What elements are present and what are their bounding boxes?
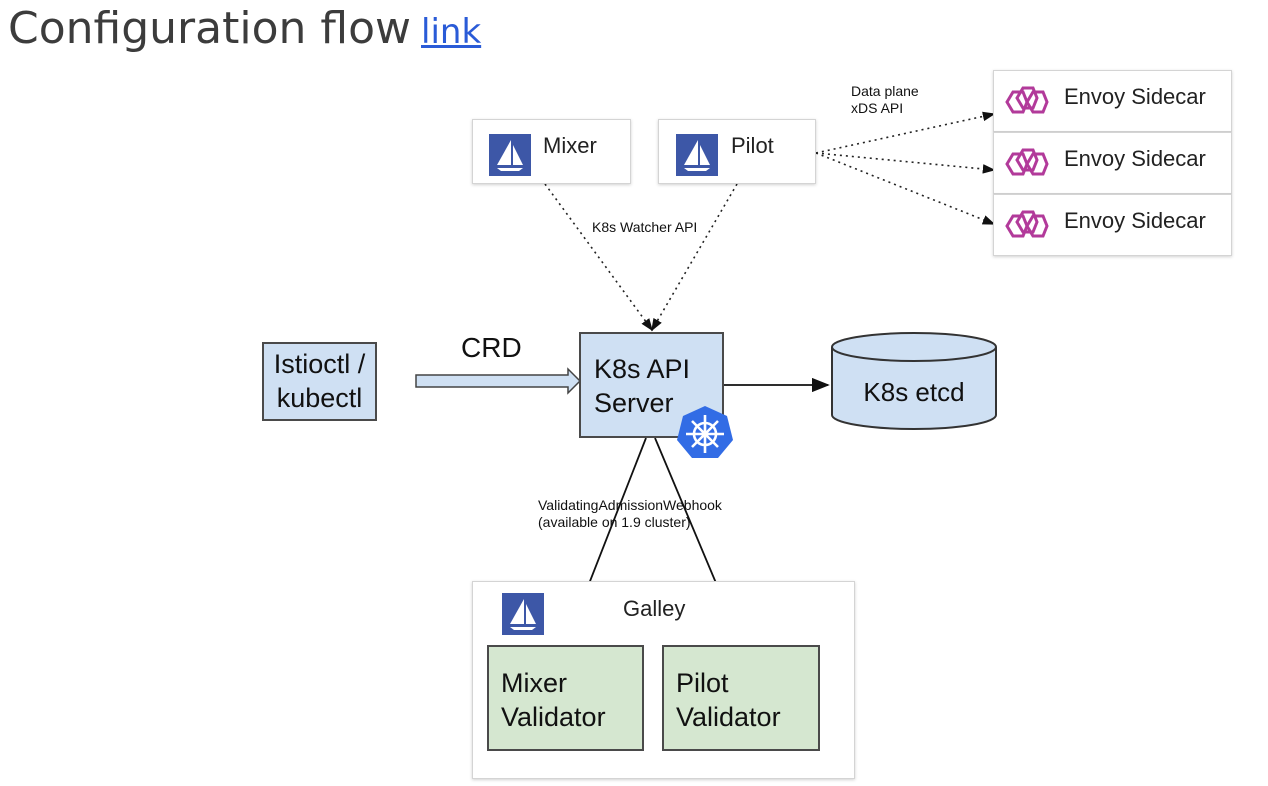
envoy-card-3 [993, 194, 1232, 256]
istioctl-line-2: kubectl [276, 383, 363, 413]
pilot-label: Pilot [731, 133, 774, 158]
istio-sail-icon [676, 134, 718, 176]
webhook-label: ValidatingAdmissionWebhook (available on… [538, 497, 722, 531]
istio-sail-icon [489, 134, 531, 176]
galley-label: Galley [623, 596, 686, 621]
crd-label: CRD [461, 332, 522, 363]
etcd-label: K8s etcd [863, 377, 965, 407]
istioctl-label: Istioctl / kubectl [262, 347, 377, 415]
mixer-validator-label: Mixer Validator [501, 666, 606, 734]
istioctl-line-1: Istioctl / [273, 349, 366, 379]
pilot-validator-line-2: Validator [676, 702, 781, 732]
istio-sail-icon [502, 593, 544, 635]
api-server-line-1: K8s API [594, 354, 691, 384]
envoy-card-1 [993, 70, 1232, 132]
envoy-hexagon-icon [1005, 86, 1049, 114]
mixer-label: Mixer [543, 133, 597, 158]
webhook-line-2: (available on 1.9 cluster) [538, 514, 691, 530]
etcd-cylinder [831, 332, 997, 430]
pilot-watch-connector [651, 183, 738, 332]
mixer-validator-line-2: Validator [501, 702, 606, 732]
istioctl-box [262, 342, 377, 421]
xds-connector-1 [815, 111, 996, 154]
pilot-validator-label: Pilot Validator [676, 666, 781, 734]
title-text: Configuration flow [8, 3, 412, 54]
webhook-line-1: ValidatingAdmissionWebhook [538, 497, 722, 513]
mixer-validator-line-1: Mixer [501, 668, 567, 698]
envoy-hexagon-icon [1005, 148, 1049, 176]
envoy-hexagon-icon [1005, 210, 1049, 238]
xds-connector-3 [815, 152, 996, 225]
pilot-validator-box [662, 645, 820, 751]
watcher-label: K8s Watcher API [590, 219, 700, 236]
mixer-validator-box [487, 645, 644, 751]
crd-arrow [415, 367, 582, 395]
title-link[interactable]: link [421, 12, 482, 52]
envoy-card-2 [993, 132, 1232, 194]
xds-connector-2 [815, 152, 996, 174]
data-plane-label: Data plane xDS API [851, 83, 919, 117]
envoy-sidecar-label-3: Envoy Sidecar [1064, 208, 1206, 233]
mixer-watch-connector [544, 183, 653, 332]
envoy-sidecar-label-1: Envoy Sidecar [1064, 84, 1206, 109]
api-server-label: K8s API Server [594, 352, 690, 420]
envoy-sidecar-label-2: Envoy Sidecar [1064, 146, 1206, 171]
data-plane-line-1: Data plane [851, 83, 919, 99]
kubernetes-helm-icon [677, 406, 733, 458]
api-server-line-2: Server [594, 388, 674, 418]
data-plane-line-2: xDS API [851, 100, 904, 116]
pilot-validator-line-1: Pilot [676, 668, 729, 698]
